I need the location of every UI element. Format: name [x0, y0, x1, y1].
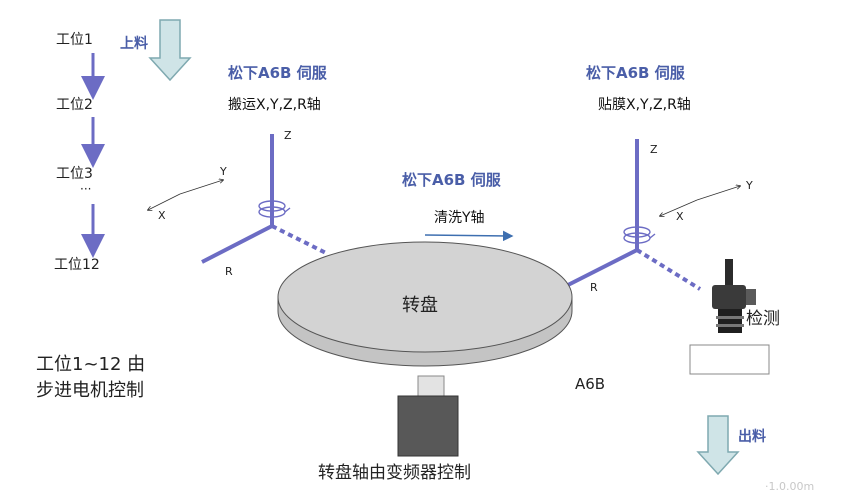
detection-platform [689, 344, 770, 375]
right-axis-y-label: Y [746, 179, 753, 192]
station-12-label: 工位12 [54, 257, 100, 273]
right-axis-x-label: X [676, 210, 684, 223]
left-axis-z-label: Z [284, 129, 292, 142]
stepper-note-line2: 步进电机控制 [36, 380, 144, 401]
turntable-axis-label: 转盘轴由变频器控制 [318, 463, 471, 483]
left-servo-subtitle: 搬运X,Y,Z,R轴 [228, 97, 321, 113]
cleaning-y-arrow [424, 230, 514, 242]
camera-icon [712, 259, 756, 333]
load-label: 上料 [120, 36, 148, 52]
right-servo-axes [565, 139, 740, 291]
unload-label: 出料 [738, 429, 766, 445]
stepper-note-line1: 工位1~12 由 [36, 354, 146, 375]
station-1-label: 工位1 [56, 32, 93, 48]
center-servo-title: 松下A6B 伺服 [402, 171, 501, 189]
left-axis-r-label: R [225, 265, 233, 278]
station-2-label: 工位2 [56, 97, 93, 113]
left-servo-axes [148, 134, 329, 264]
detect-label: 检测 [746, 309, 780, 329]
left-axis-y-label: Y [220, 165, 227, 178]
left-axis-x-label: X [158, 209, 166, 222]
unload-arrow-icon [696, 415, 740, 476]
station-ellipsis: ··· [80, 182, 92, 196]
stepper-note: 工位1~12 由 步进电机控制 [36, 352, 196, 404]
turntable-motor [397, 395, 459, 457]
watermark: ·1.0.00m [765, 480, 815, 493]
turntable-shaft [417, 375, 445, 397]
turntable [277, 241, 573, 367]
station-3-label: 工位3 [56, 166, 93, 182]
center-servo-subtitle: 清洗Y轴 [434, 210, 485, 226]
right-servo-title: 松下A6B 伺服 [586, 64, 685, 82]
motor-model-label: A6B [575, 375, 606, 393]
right-axis-z-label: Z [650, 143, 658, 156]
load-arrow-icon [148, 19, 192, 82]
turntable-label: 转盘 [402, 295, 438, 316]
left-servo-title: 松下A6B 伺服 [228, 64, 327, 82]
right-axis-r-label: R [590, 281, 598, 294]
right-servo-subtitle: 贴膜X,Y,Z,R轴 [598, 97, 691, 113]
